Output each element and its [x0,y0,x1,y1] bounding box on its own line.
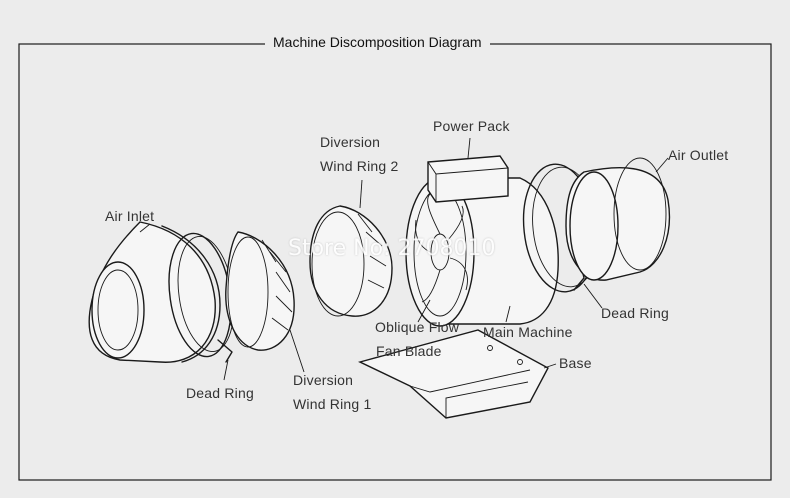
title-wrapper: Machine Discomposition Diagram [265,34,490,52]
label-oblique-flow-line2: Fan Blade [376,343,442,359]
label-air-inlet: Air Inlet [105,208,155,224]
diversion-ring-1-part [225,231,295,351]
air-outlet-part [565,157,671,281]
label-diversion-ring-2-line1: Diversion [320,134,381,150]
label-diversion-ring-2-line2: Wind Ring 2 [320,158,399,174]
leader-lines [139,137,669,381]
label-dead-ring-left: Dead Ring [186,385,254,401]
label-diversion-ring-1-line1: Diversion [293,372,354,388]
air-inlet-part [88,221,221,363]
label-oblique-flow-line1: Oblique Flow [375,319,460,335]
label-main-machine: Main Machine [483,324,573,340]
watermark-text: Store No: 2708010 [288,236,496,261]
main-machine-part [405,155,559,327]
label-diversion-ring-1-line2: Wind Ring 1 [293,396,372,412]
base-part [358,329,549,419]
diagram-title: Machine Discomposition Diagram [273,34,482,50]
label-dead-ring-right: Dead Ring [601,305,669,321]
label-air-outlet: Air Outlet [668,147,729,163]
diversion-ring-2-part [309,205,393,317]
label-base: Base [559,355,592,371]
label-power-pack: Power Pack [433,118,510,134]
